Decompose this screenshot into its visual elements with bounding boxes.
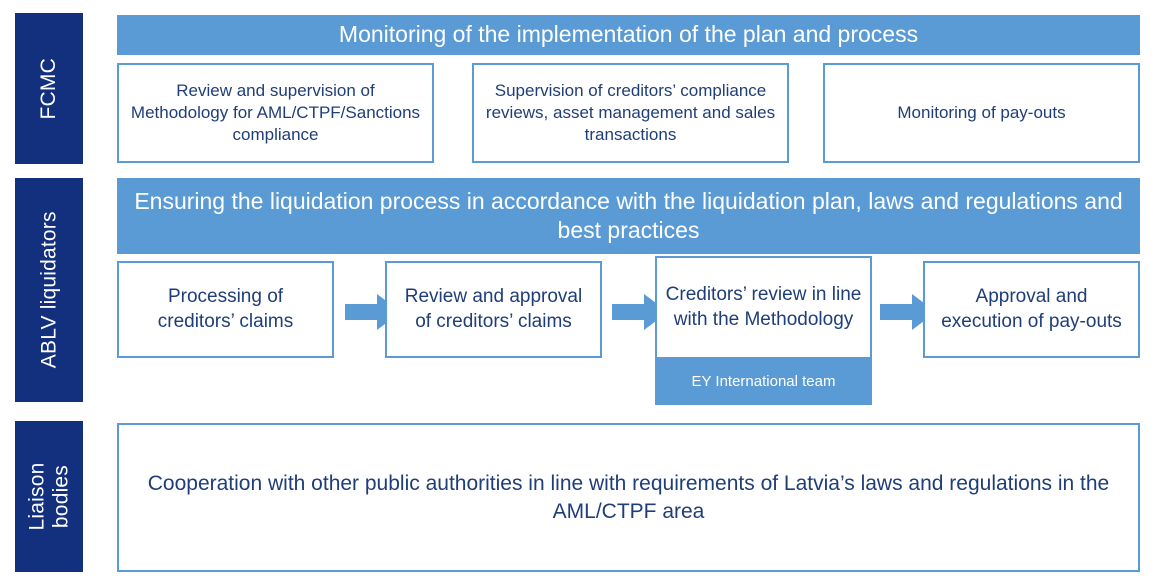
ablv-box-review-approval-claims-label: Review and approval of creditors’ claims — [404, 285, 583, 332]
arrow-3-icon — [880, 294, 936, 330]
fcmc-box-compliance-supervision[interactable]: Supervision of creditors’ compliance rev… — [472, 63, 789, 163]
arrow-2-icon — [612, 294, 668, 330]
banner-ablv-liquidators: Ensuring the liquidation process in acco… — [117, 178, 1140, 254]
row-label-liaison-bodies-line2: bodies — [48, 464, 72, 529]
ablv-box-processing-claims-label: Processing of creditors’ claims — [157, 285, 294, 332]
banner-ablv-liquidators-text: Ensuring the liquidation process in acco… — [134, 187, 1123, 243]
ablv-box-approval-execution-payouts-label: Approval and execution of pay-outs — [941, 285, 1122, 332]
ablv-box-processing-claims[interactable]: Processing of creditors’ claims — [117, 261, 334, 358]
row-label-fcmc-text: FCMC — [37, 57, 61, 120]
fcmc-box-compliance-supervision-label: Supervision of creditors’ compliance rev… — [485, 80, 776, 145]
fcmc-box-methodology-review[interactable]: Review and supervision of Methodology fo… — [117, 63, 434, 163]
fcmc-box-payout-monitoring[interactable]: Monitoring of pay-outs — [823, 63, 1140, 163]
ablv-box-approval-execution-payouts[interactable]: Approval and execution of pay-outs — [923, 261, 1140, 358]
ablv-box-creditors-review-label: Creditors’ review in line with the Metho… — [665, 283, 862, 330]
row-label-fcmc: FCMC — [15, 13, 83, 164]
ablv-box-creditors-review-subband-label: EY International team — [691, 373, 836, 390]
banner-fcmc: Monitoring of the implementation of the … — [117, 15, 1140, 55]
liaison-box-cooperation[interactable]: Cooperation with other public authoritie… — [117, 423, 1140, 572]
liaison-box-cooperation-label: Cooperation with other public authoritie… — [147, 471, 1110, 523]
row-label-ablv-liquidators-text: ABLV liquidators — [37, 211, 61, 369]
row-label-liaison-bodies-line1: Liaison — [25, 462, 49, 531]
fcmc-box-methodology-review-label: Review and supervision of Methodology fo… — [130, 80, 421, 145]
ablv-box-review-approval-claims[interactable]: Review and approval of creditors’ claims — [385, 261, 602, 358]
ablv-box-creditors-review[interactable]: Creditors’ review in line with the Metho… — [655, 256, 872, 359]
ablv-box-creditors-review-subband: EY International team — [655, 359, 872, 405]
banner-fcmc-text: Monitoring of the implementation of the … — [338, 21, 919, 48]
row-label-ablv-liquidators: ABLV liquidators — [15, 178, 83, 402]
fcmc-box-payout-monitoring-label: Monitoring of pay-outs — [897, 102, 1066, 122]
